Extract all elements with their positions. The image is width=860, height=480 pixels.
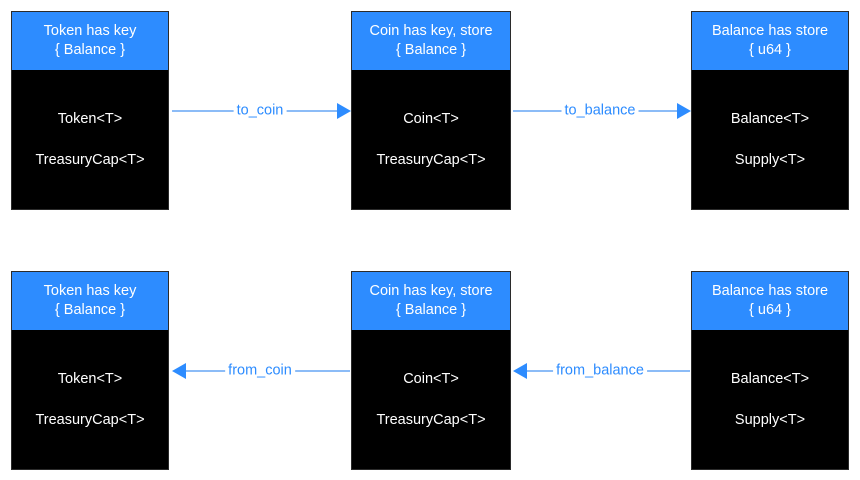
node-token-top: Token has key { Balance } Token<T> Treas… [11,11,169,210]
node-balance-top-header-line2: { u64 } [749,41,791,58]
node-coin-bottom-header-line2: { Balance } [395,301,467,318]
node-balance-top: Balance has store { u64 } Balance<T> Sup… [691,11,849,210]
node-balance-bottom: Balance has store { u64 } Balance<T> Sup… [691,271,849,470]
edge-label-from-balance: from_balance [553,362,647,380]
node-token-bottom-body: Token<T> TreasuryCap<T> [12,330,168,469]
edge-from-coin-arrowhead [172,363,186,379]
node-balance-bottom-body-line2: Supply<T> [734,411,806,428]
node-balance-bottom-header-line2: { u64 } [749,301,791,318]
node-coin-bottom-header: Coin has key, store { Balance } [352,272,510,330]
node-token-bottom-body-line2: TreasuryCap<T> [35,411,145,428]
node-balance-bottom-body: Balance<T> Supply<T> [692,330,848,469]
node-token-top-body: Token<T> TreasuryCap<T> [12,70,168,209]
node-token-top-body-line2: TreasuryCap<T> [35,151,145,168]
edge-from-balance-arrowhead [513,363,527,379]
node-coin-top-header-line2: { Balance } [395,41,467,58]
node-balance-top-header-line1: Balance has store [711,22,829,39]
node-coin-bottom-body-line1: Coin<T> [403,370,459,387]
edge-to-balance-arrowhead [677,103,691,119]
node-balance-top-header: Balance has store { u64 } [692,12,848,70]
node-token-bottom-header-line1: Token has key [43,282,137,299]
node-token-bottom-body-line1: Token<T> [57,370,123,387]
node-token-top-body-line1: Token<T> [57,110,123,127]
node-coin-top: Coin has key, store { Balance } Coin<T> … [351,11,511,210]
node-balance-bottom-body-line1: Balance<T> [730,370,810,387]
node-coin-bottom-header-line1: Coin has key, store [369,282,493,299]
node-balance-top-body-line1: Balance<T> [730,110,810,127]
node-coin-top-body: Coin<T> TreasuryCap<T> [352,70,510,209]
node-coin-bottom-body-line2: TreasuryCap<T> [376,411,486,428]
node-token-top-header-line1: Token has key [43,22,137,39]
node-coin-top-body-line1: Coin<T> [403,110,459,127]
edge-to-coin-arrowhead [337,103,351,119]
node-coin-top-header: Coin has key, store { Balance } [352,12,510,70]
node-coin-bottom-body: Coin<T> TreasuryCap<T> [352,330,510,469]
node-balance-bottom-header: Balance has store { u64 } [692,272,848,330]
node-balance-top-body: Balance<T> Supply<T> [692,70,848,209]
edge-label-to-balance: to_balance [561,102,639,120]
node-token-bottom: Token has key { Balance } Token<T> Treas… [11,271,169,470]
node-token-top-header-line2: { Balance } [54,41,126,58]
edge-label-to-coin: to_coin [233,102,287,120]
node-token-top-header: Token has key { Balance } [12,12,168,70]
node-balance-bottom-header-line1: Balance has store [711,282,829,299]
node-coin-top-body-line2: TreasuryCap<T> [376,151,486,168]
node-token-bottom-header-line2: { Balance } [54,301,126,318]
edge-label-from-coin: from_coin [225,362,295,380]
node-balance-top-body-line2: Supply<T> [734,151,806,168]
node-token-bottom-header: Token has key { Balance } [12,272,168,330]
node-coin-top-header-line1: Coin has key, store [369,22,493,39]
node-coin-bottom: Coin has key, store { Balance } Coin<T> … [351,271,511,470]
